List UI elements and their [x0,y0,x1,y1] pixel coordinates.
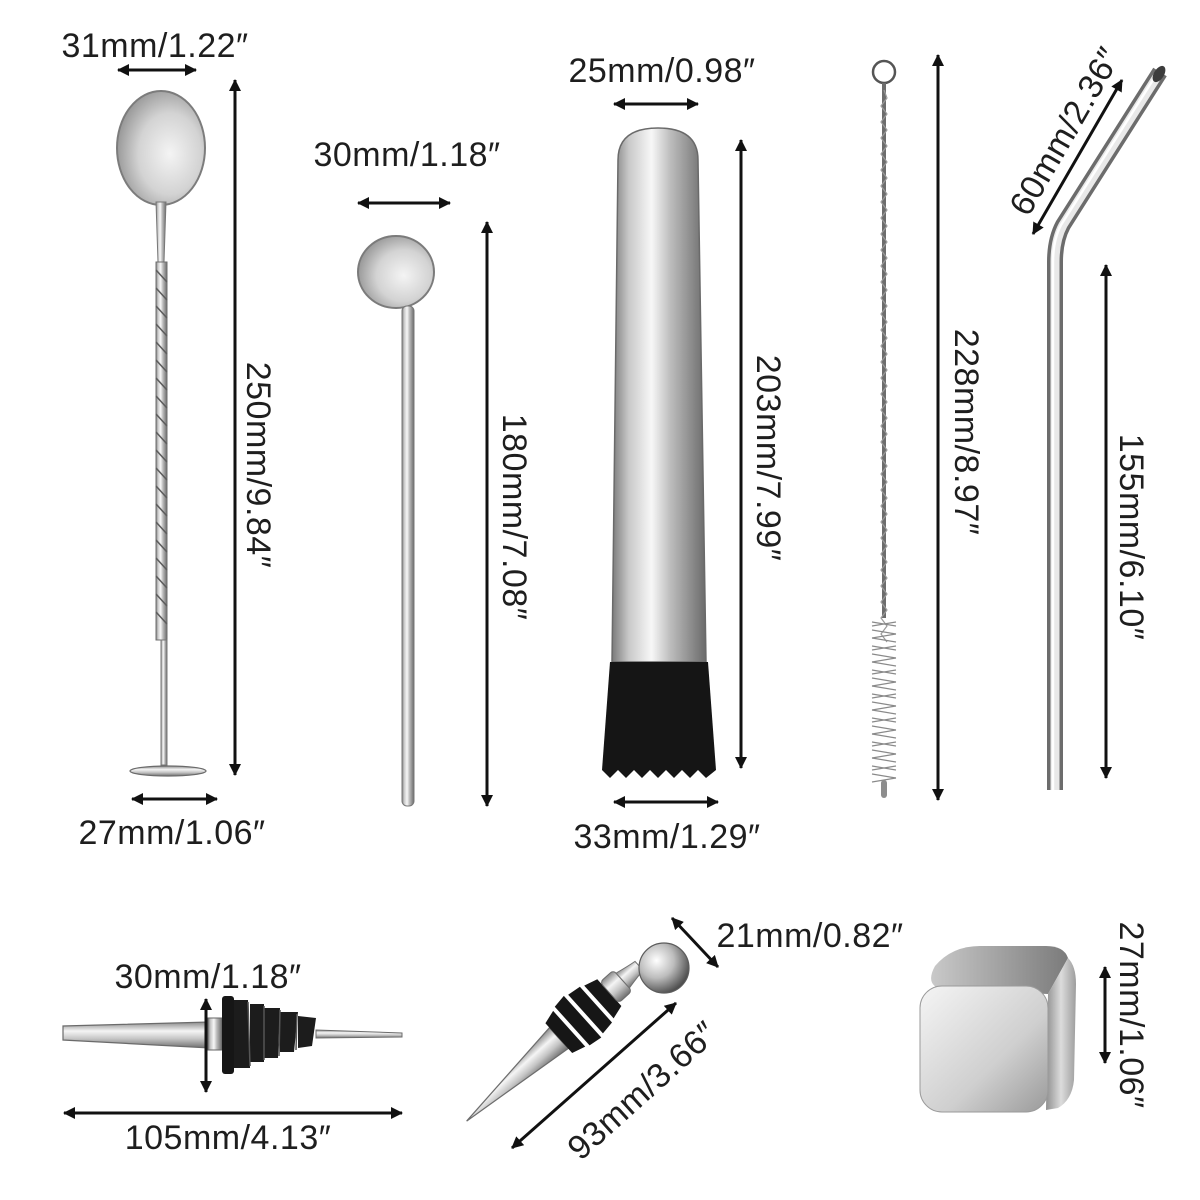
pour-spout-length-label: 105mm/4.13″ [125,1119,332,1157]
muddler-steel-body [611,127,707,663]
cleaning-brush-bristles [871,621,897,783]
bottle-stopper-length-arrow [511,1001,677,1150]
pour-spout-nozzle [62,1021,211,1049]
pour-spout-stopper-disc [222,996,234,1074]
bottle-stopper-ball-label: 21mm/0.82″ [716,917,903,955]
pour-spout-diameter-label: 30mm/1.18″ [114,958,301,996]
cleaning-brush-length-label: 228mm/8.97″ [947,329,985,536]
bent-straw-illustration [1047,65,1167,790]
ice-cube-illustration [919,946,1076,1113]
bar-spoon-length-label: 250mm/9.84″ [239,362,277,569]
ice-cube-front-face [919,985,1049,1113]
bent-straw-straight-length-label: 155mm/6.10″ [1112,434,1150,641]
muddler-rubber-head [602,662,716,770]
bent-straw-bent-length-label: 60mm/2.36″ [1002,41,1128,222]
ice-cube-top-face [931,946,1068,994]
muddler-illustration [602,127,716,778]
pour-spout-rubber-fins [234,1000,316,1068]
bar-spoon-width-label: 31mm/1.22″ [61,27,248,65]
bar-spoon-lower-rod [160,639,168,766]
bottle-stopper-ball [638,942,690,994]
bottle-stopper-cone [466,1026,570,1122]
cleaning-brush-loop [871,59,897,85]
muddler-top-width-label: 25mm/0.98″ [568,52,755,90]
pour-spout-fin-gaps [247,1001,298,1067]
ice-cube-side-label: 27mm/1.06″ [1112,921,1150,1108]
cleaning-brush-illustration [871,59,897,798]
muddler-serrated-edge [602,770,716,778]
bent-straw-opening [1152,65,1166,83]
muddler-base-width-label: 33mm/1.29″ [573,818,760,856]
stirring-spoon-bowl [357,235,435,309]
bar-spoon-base-label: 27mm/1.06″ [78,814,265,852]
bar-spoon-twist-pattern [155,269,168,625]
pour-spout-collar [207,1017,223,1051]
stirring-spoon-handle [401,305,415,807]
ice-cube-side-face [1046,958,1076,1110]
stirring-spoon-width-label: 30mm/1.18″ [313,136,500,174]
bar-spoon-neck [155,201,167,263]
stirring-spoon-length-label: 180mm/7.08″ [495,414,533,621]
stirring-spoon-illustration [357,235,435,807]
bar-spoon-illustration [116,90,207,777]
bottle-stopper-ball-arrow [670,916,720,969]
cleaning-brush-wire-twist [880,89,888,643]
muddler-length-label: 203mm/7.99″ [749,355,787,562]
bar-spoon-bowl [116,90,206,206]
cleaning-brush-tip [881,780,887,798]
pour-spout-air-tube [315,1029,403,1039]
bent-straw-bent-length-arrow [1031,79,1124,235]
pour-spout-illustration [62,996,403,1074]
bar-spoon-disc-base [129,765,207,777]
